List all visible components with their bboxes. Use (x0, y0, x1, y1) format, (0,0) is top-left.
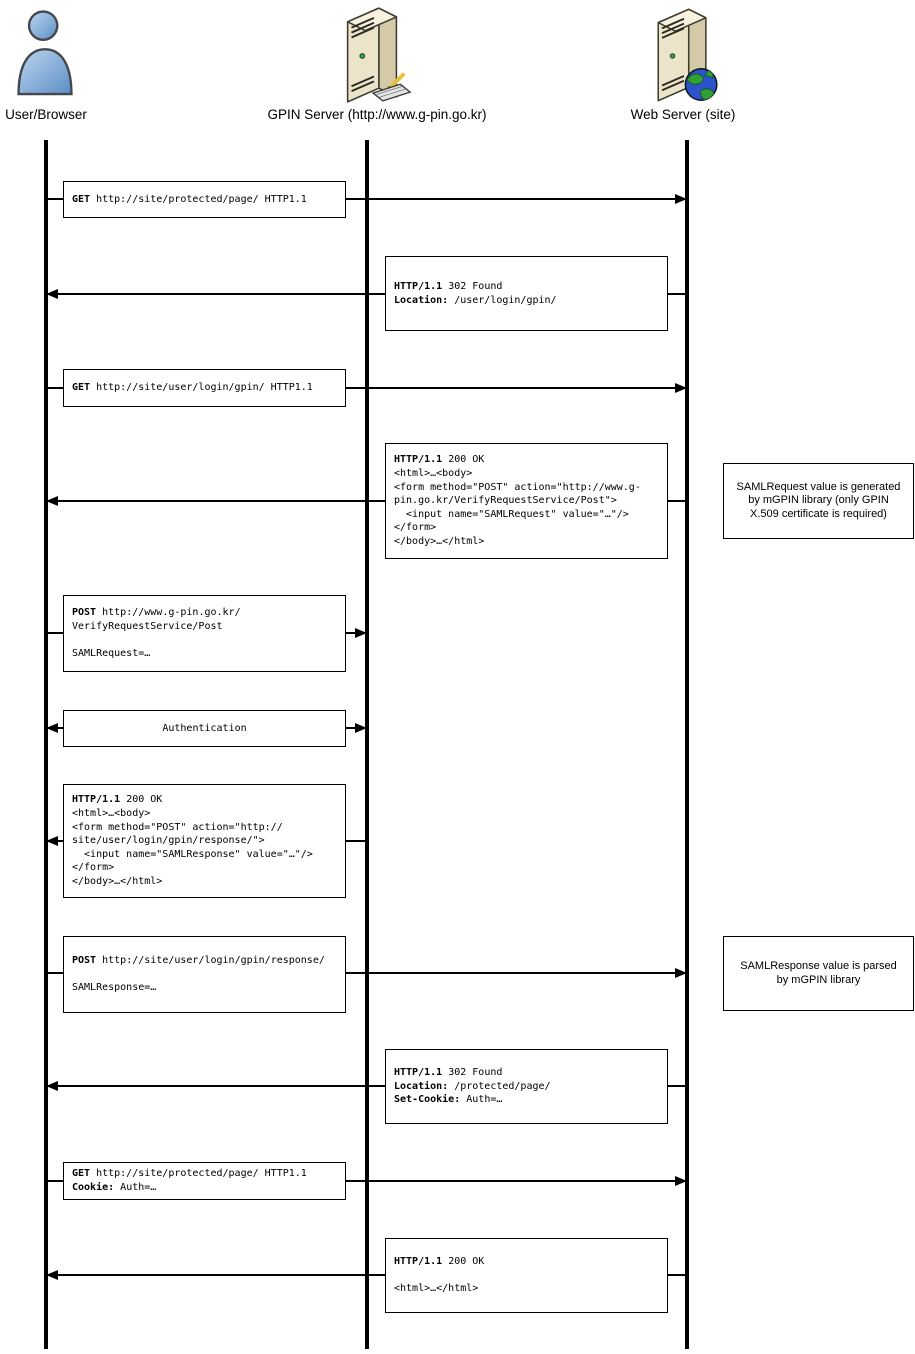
note-samlrequest-text: SAMLRequest value is generated by mGPIN … (736, 480, 901, 520)
message-line: Cookie: Auth=… (72, 1182, 157, 1193)
actor-label-user: User/Browser (5, 107, 87, 122)
message-arrow-samlrequest-form-response (46, 500, 687, 502)
arrowhead-right-get-protected-page-with-cookie (675, 1175, 687, 1186)
arrowhead-right-get-gpin-login-page (675, 382, 687, 393)
message-line: Location: /protected/page/ (394, 1080, 551, 1092)
message-line: HTTP/1.1 302 Found (394, 1067, 503, 1079)
message-line: site/user/login/gpin/response/"> (72, 835, 265, 847)
message-line: SAMLResponse=… (72, 982, 157, 994)
note-samlrequest: SAMLRequest value is generated by mGPIN … (723, 463, 914, 539)
lifeline-web (685, 140, 689, 1349)
message-line: HTTP/1.1 200 OK (394, 454, 485, 466)
message-box-authentication: Authentication (63, 710, 346, 747)
arrowhead-left-final-page-response (46, 1269, 58, 1280)
web-server-icon (643, 2, 723, 113)
message-line: <form method="POST" action="http://www.g… (394, 481, 641, 493)
message-line: <html>…</html> (394, 1283, 479, 1295)
arrowhead-left-authentication (46, 722, 58, 733)
message-box-get-gpin-login-page: GET http://site/user/login/gpin/ HTTP1.1 (63, 369, 346, 407)
message-line: <html>…<body> (394, 468, 473, 480)
message-line: <html>…<body> (72, 808, 151, 820)
gpin-server-icon (332, 2, 414, 113)
actor-label-web: Web Server (site) (630, 107, 736, 122)
message-arrow-redirect-with-cookie (46, 1085, 687, 1087)
arrowhead-right-post-samlrequest-to-gpin (355, 627, 367, 638)
message-line: </body>…</html> (72, 875, 163, 887)
message-line: SAMLRequest=… (72, 648, 151, 660)
message-line: HTTP/1.1 302 Found (394, 280, 503, 292)
arrowhead-left-samlrequest-form-response (46, 495, 58, 506)
message-box-samlrequest-form-response: HTTP/1.1 200 OK <html>…<body><form method… (385, 443, 668, 559)
message-box-get-protected-page: GET http://site/protected/page/ HTTP1.1 (63, 181, 346, 218)
actor-label-gpin: GPIN Server (http://www.g-pin.go.kr) (267, 107, 487, 122)
note-samlresponse: SAMLResponse value is parsed by mGPIN li… (723, 936, 914, 1011)
message-line: GET http://site/user/login/gpin/ HTTP1.1 (72, 382, 313, 394)
arrowhead-right-authentication (355, 722, 367, 733)
message-line: pin.go.kr/VerifyRequestService/Post"> (394, 495, 617, 507)
message-arrow-get-protected-page (46, 198, 687, 200)
arrowhead-right-post-samlresponse-to-site (675, 967, 687, 978)
message-box-post-samlrequest-to-gpin: POST http://www.g-pin.go.kr/VerifyReques… (63, 595, 346, 672)
message-line: <form method="POST" action="http:// (72, 821, 283, 833)
message-line: </form> (72, 862, 115, 874)
message-line: GET http://site/protected/page/ HTTP1.1 (72, 193, 307, 205)
message-line: Set-Cookie: Auth=… (394, 1094, 503, 1106)
note-samlresponse-text: SAMLResponse value is parsed by mGPIN li… (740, 960, 897, 986)
message-line: VerifyRequestService/Post (72, 620, 223, 632)
message-line: GET http://site/protected/page/ HTTP1.1 (72, 1168, 307, 1180)
message-box-samlresponse-form-response: HTTP/1.1 200 OK <html>…<body><form method… (63, 784, 346, 898)
message-line (72, 634, 337, 648)
message-line: </body>…</html> (394, 535, 485, 547)
message-arrow-redirect-to-gpin-login (46, 293, 687, 295)
message-box-final-page-response: HTTP/1.1 200 OK <html>…</html> (385, 1238, 668, 1313)
message-line: HTTP/1.1 200 OK (72, 794, 163, 806)
message-arrow-get-gpin-login-page (46, 387, 687, 389)
message-arrow-final-page-response (46, 1274, 687, 1276)
lifeline-user (44, 140, 48, 1349)
message-box-post-samlresponse-to-site: POST http://site/user/login/gpin/respons… (63, 936, 346, 1013)
message-line: </form> (394, 522, 437, 534)
message-line: POST http://site/user/login/gpin/respons… (72, 955, 325, 967)
arrowhead-right-get-protected-page (675, 193, 687, 204)
message-line: <input name="SAMLRequest" value="…"/> (394, 508, 629, 520)
user-person-icon (14, 7, 76, 104)
arrowhead-left-samlresponse-form-response (46, 835, 58, 846)
message-line: HTTP/1.1 200 OK (394, 1256, 485, 1268)
lifeline-gpin (365, 140, 369, 1349)
message-line: Location: /user/login/gpin/ (394, 294, 557, 306)
message-line (72, 968, 337, 982)
message-arrow-post-samlresponse-to-site (46, 972, 687, 974)
message-line (394, 1269, 659, 1283)
message-arrow-get-protected-page-with-cookie (46, 1180, 687, 1182)
message-line: POST http://www.g-pin.go.kr/ (72, 607, 241, 619)
arrowhead-left-redirect-to-gpin-login (46, 288, 58, 299)
arrowhead-left-redirect-with-cookie (46, 1080, 58, 1091)
message-line: Authentication (162, 722, 247, 734)
message-line: <input name="SAMLResponse" value="…"/> (72, 848, 313, 860)
